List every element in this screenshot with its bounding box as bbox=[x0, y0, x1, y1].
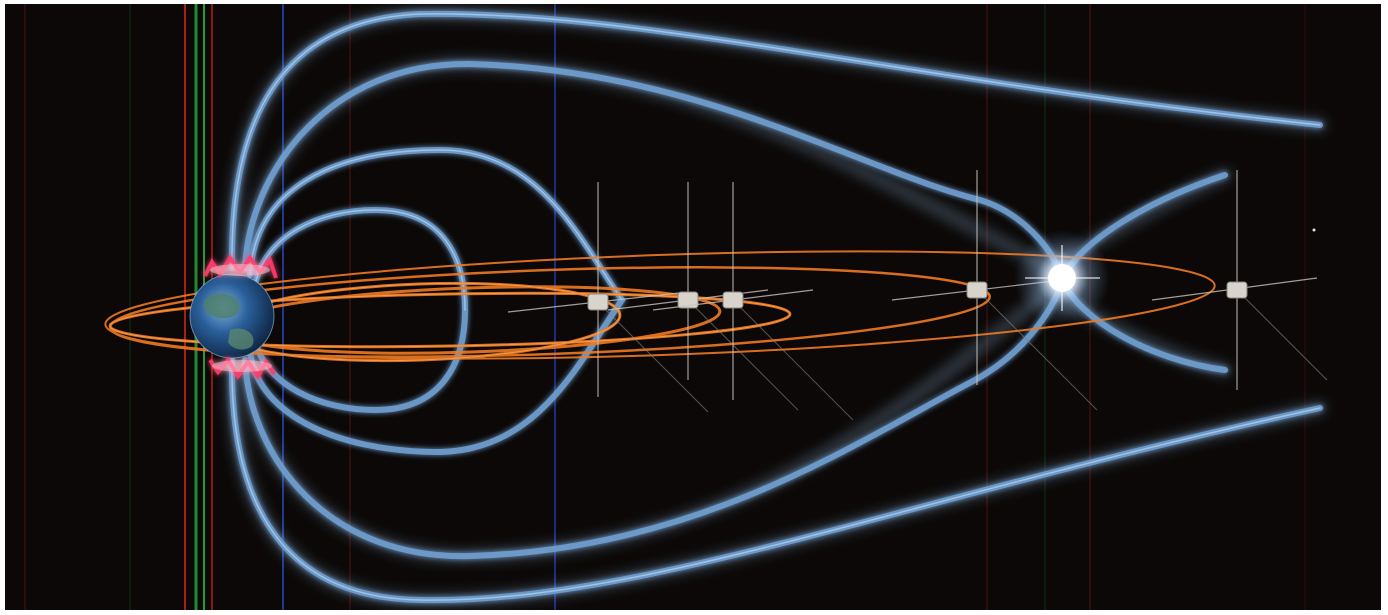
star-icon bbox=[1312, 228, 1316, 232]
magnetic-field-lines bbox=[224, 6, 1327, 608]
satellite-icon bbox=[1151, 170, 1328, 390]
satellite-icon bbox=[507, 182, 709, 413]
earth-icon bbox=[189, 273, 275, 359]
reconnection-flash-icon bbox=[1014, 230, 1110, 326]
satellite-icon bbox=[652, 182, 854, 421]
aurora-icon bbox=[203, 254, 278, 380]
